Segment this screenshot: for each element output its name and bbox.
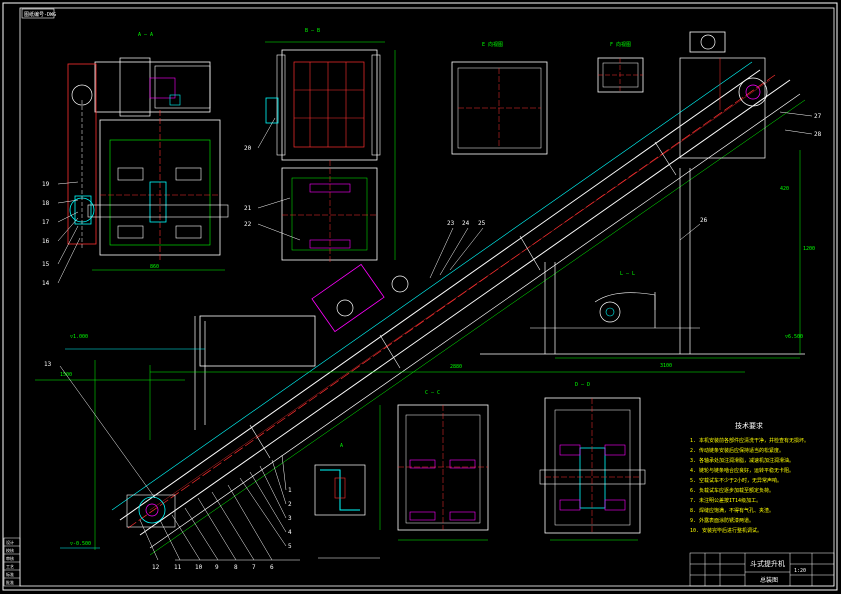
title-name: 斗式提升机 [750, 559, 785, 568]
view-cc-label: C — C [425, 390, 440, 396]
elevation-marker: ▽-0.500 [70, 541, 91, 547]
side-table-cell: 审核 [6, 555, 14, 561]
view-cc: C — C [379, 390, 489, 541]
part-number: 16 [42, 238, 50, 245]
part-number: 23 [447, 220, 455, 227]
elevation-marker: ▽6.500 [785, 334, 803, 340]
part-number: 17 [42, 219, 50, 226]
note-line: 10. 安装完毕后进行整机调试。 [690, 527, 762, 534]
note-line: 2. 传动链条安装后应保持适当的松紧度。 [690, 447, 784, 454]
part-number: 26 [700, 217, 708, 224]
part-number: 2 [288, 501, 292, 508]
dim-label: 1200 [803, 246, 815, 252]
part-number: 28 [814, 131, 822, 138]
dim-label: 1500 [60, 372, 72, 378]
side-table-cell: 批准 [6, 579, 14, 585]
part-number: 7 [252, 564, 256, 571]
stamp-box [21, 8, 55, 19]
part-number: 27 [814, 113, 822, 120]
side-table-cell: 标准 [6, 571, 14, 577]
e-view: E 向视图 [451, 41, 548, 155]
note-line: 3. 各轴承处加注润滑脂，减速机加注润滑油。 [690, 457, 794, 464]
title-scale: 1:20 [794, 568, 806, 574]
part-number: 11 [174, 564, 182, 571]
part-number: 24 [462, 220, 470, 227]
part-number: 6 [270, 564, 274, 571]
note-line: 6. 负载试车应逐步加载至额定负荷。 [690, 487, 774, 494]
elevation-marker: ▽1.000 [70, 334, 88, 340]
detail-a-label: A [340, 443, 343, 449]
note-line: 9. 外露表面涂防锈漆两道。 [690, 517, 754, 524]
note-line: 5. 空载试车不少于2小时，无异常声响。 [690, 477, 782, 484]
part-number: 19 [42, 181, 50, 188]
part-number: 22 [244, 221, 252, 228]
part-number: 13 [44, 361, 52, 368]
view-ll: L — L [594, 271, 656, 328]
note-line: 4. 链轮与链条啮合应良好，运转平稳无卡阻。 [690, 467, 794, 474]
part-number: 15 [42, 261, 50, 268]
notes-title: 技术要求 [735, 421, 763, 430]
dim-label: 860 [150, 264, 159, 270]
f-view: F 向视图 [597, 41, 644, 93]
view-aa: A — A 860 [67, 32, 229, 271]
part-number: 4 [288, 529, 292, 536]
title-drawing: 总装图 [760, 576, 778, 584]
view-aa-label: A — A [138, 32, 153, 38]
part-number: 3 [288, 515, 292, 522]
side-table-cell: 工艺 [6, 564, 14, 569]
part-number: 21 [244, 205, 252, 212]
frame-border [19, 7, 835, 587]
part-number: 1 [288, 487, 292, 494]
part-number: 25 [478, 220, 486, 227]
e-view-label: E 向视图 [482, 41, 503, 48]
part-number: 18 [42, 200, 50, 207]
view-ll-label: L — L [620, 271, 635, 277]
note-line: 7. 未注明公差按IT14级加工。 [690, 497, 761, 504]
part-number: 8 [234, 564, 238, 571]
part-number: 14 [42, 280, 50, 287]
part-number: 5 [288, 543, 292, 550]
part-number: 12 [152, 564, 160, 571]
side-table-cell: 设计 [6, 539, 14, 545]
dim-label: 2880 [450, 364, 462, 370]
part-number: 20 [244, 145, 252, 152]
stamp-text: 图纸编号-DWG [24, 11, 56, 18]
f-view-label: F 向视图 [610, 41, 631, 48]
detail-a: A [314, 443, 380, 559]
inclined-conveyor [35, 31, 806, 561]
view-bb: B — B [265, 28, 396, 262]
view-bb-label: B — B [305, 28, 320, 34]
left-callouts [57, 181, 81, 284]
side-table-cell: 校核 [6, 547, 14, 553]
view-dd-label: D — D [575, 382, 590, 388]
view-dd: D — D [539, 382, 646, 541]
part-number: 9 [215, 564, 219, 571]
note-line: 1. 本机安装前各部件应清洗干净，并检查有无损坏。 [690, 437, 809, 444]
dim-label: 3100 [660, 363, 672, 369]
side-table [3, 537, 21, 587]
part-number: 10 [195, 564, 203, 571]
dim-label: 420 [780, 186, 789, 192]
title-block [689, 552, 835, 587]
technical-notes: 技术要求 [735, 421, 763, 430]
note-line: 8. 焊缝应饱满，不得有气孔、夹渣。 [690, 507, 774, 514]
